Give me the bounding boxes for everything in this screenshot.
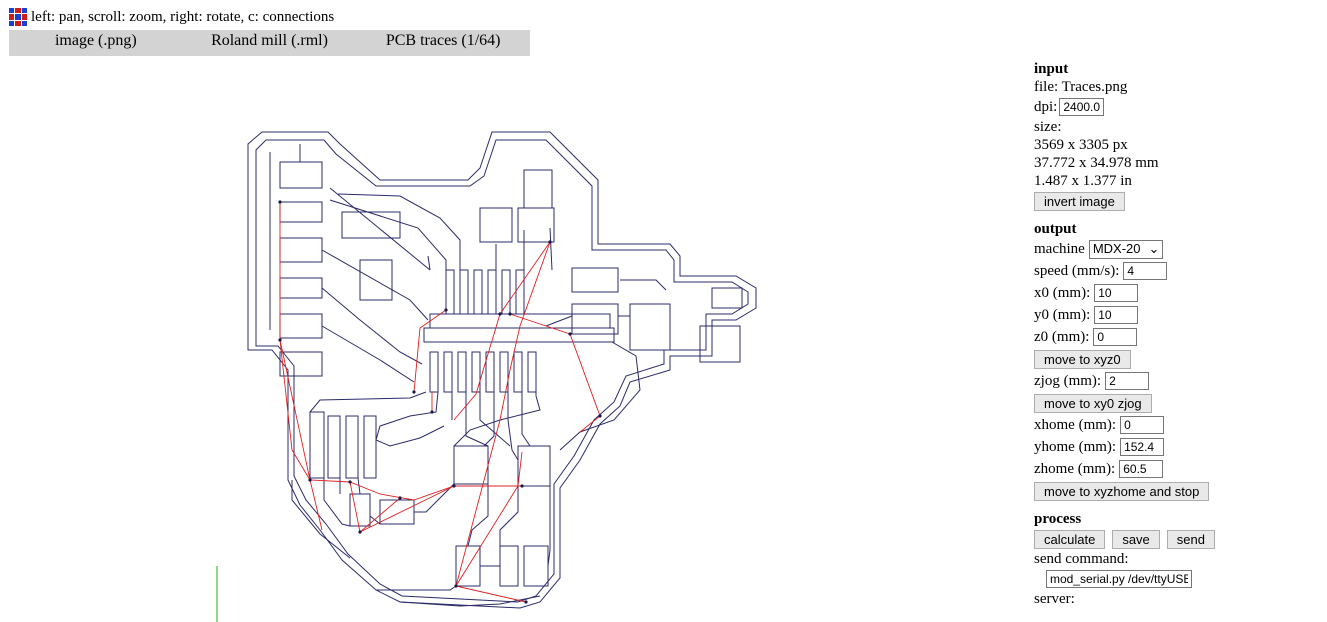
machine-label: machine [1034, 241, 1085, 257]
speed-input[interactable] [1123, 262, 1168, 280]
invert-image-button[interactable]: invert image [1034, 191, 1125, 211]
send-button[interactable]: send [1166, 529, 1215, 549]
xhome-label: xhome (mm): [1034, 417, 1117, 433]
size-mm: 37.772 x 34.978 mm [1034, 155, 1159, 171]
size-label: size: [1034, 119, 1062, 135]
calculate-button[interactable]: calculate [1034, 529, 1106, 549]
x0-input[interactable] [1094, 284, 1139, 302]
yhome-label: yhome (mm): [1034, 439, 1117, 455]
dpi-input[interactable] [1059, 98, 1105, 116]
move-to-xyzhome-button[interactable]: move to xyzhome and stop [1034, 481, 1210, 501]
instructions-text: left: pan, scroll: zoom, right: rotate, … [31, 8, 335, 25]
z0-input[interactable] [1093, 328, 1138, 346]
dpi-row: dpi: [1034, 96, 1324, 118]
size-px: 3569 x 3305 px [1034, 137, 1128, 153]
z0-label: z0 (mm): [1034, 329, 1090, 345]
server-label: server: [1034, 591, 1075, 607]
move-to-xy0-zjog-button[interactable]: move to xy0 zjog [1034, 393, 1152, 413]
toolpath-svg[interactable] [200, 120, 770, 622]
zjog-input[interactable] [1105, 372, 1150, 390]
connection-lines [279, 202, 601, 603]
output-section-title: output [1034, 221, 1077, 237]
input-section-title: input [1034, 61, 1069, 77]
trace-paths [247, 131, 757, 609]
xhome-input[interactable] [1120, 416, 1165, 434]
machine-row: machine MDX-20 ⌄ [1034, 238, 1324, 260]
machine-value: MDX-20 [1092, 241, 1141, 256]
chevron-down-icon: ⌄ [1148, 241, 1160, 256]
y0-input[interactable] [1094, 306, 1139, 324]
tab-pcb-traces[interactable]: PCB traces (1/64) [385, 32, 501, 49]
send-command-label: send command: [1034, 551, 1129, 567]
file-label: file: [1034, 79, 1059, 95]
app-logo-icon [9, 8, 27, 26]
module-tab-bar: image (.png) Roland mill (.rml) PCB trac… [9, 30, 530, 56]
y0-label: y0 (mm): [1034, 307, 1091, 323]
dpi-label: dpi: [1034, 99, 1058, 115]
tab-image-png[interactable]: image (.png) [54, 32, 137, 49]
toolpath-viewport[interactable] [200, 120, 770, 622]
instructions-bar: left: pan, scroll: zoom, right: rotate, … [9, 7, 334, 27]
tab-roland-mill[interactable]: Roland mill (.rml) [211, 32, 328, 49]
file-name[interactable]: Traces.png [1061, 79, 1128, 95]
control-panel: input file: Traces.png dpi: size: 3569 x… [1034, 60, 1324, 608]
x0-label: x0 (mm): [1034, 285, 1091, 301]
move-to-xyz0-button[interactable]: move to xyz0 [1034, 349, 1131, 369]
yhome-input[interactable] [1120, 438, 1165, 456]
speed-label: speed (mm/s): [1034, 263, 1120, 279]
machine-select[interactable]: MDX-20 ⌄ [1088, 239, 1164, 259]
via-dots [278, 200, 602, 604]
file-row: file: Traces.png [1034, 78, 1324, 96]
process-section-title: process [1034, 511, 1082, 527]
zjog-label: zjog (mm): [1034, 373, 1102, 389]
zhome-input[interactable] [1119, 460, 1164, 478]
save-button[interactable]: save [1112, 529, 1160, 549]
size-in: 1.487 x 1.377 in [1034, 173, 1132, 189]
send-command-input[interactable] [1046, 570, 1192, 588]
zhome-label: zhome (mm): [1034, 461, 1116, 477]
